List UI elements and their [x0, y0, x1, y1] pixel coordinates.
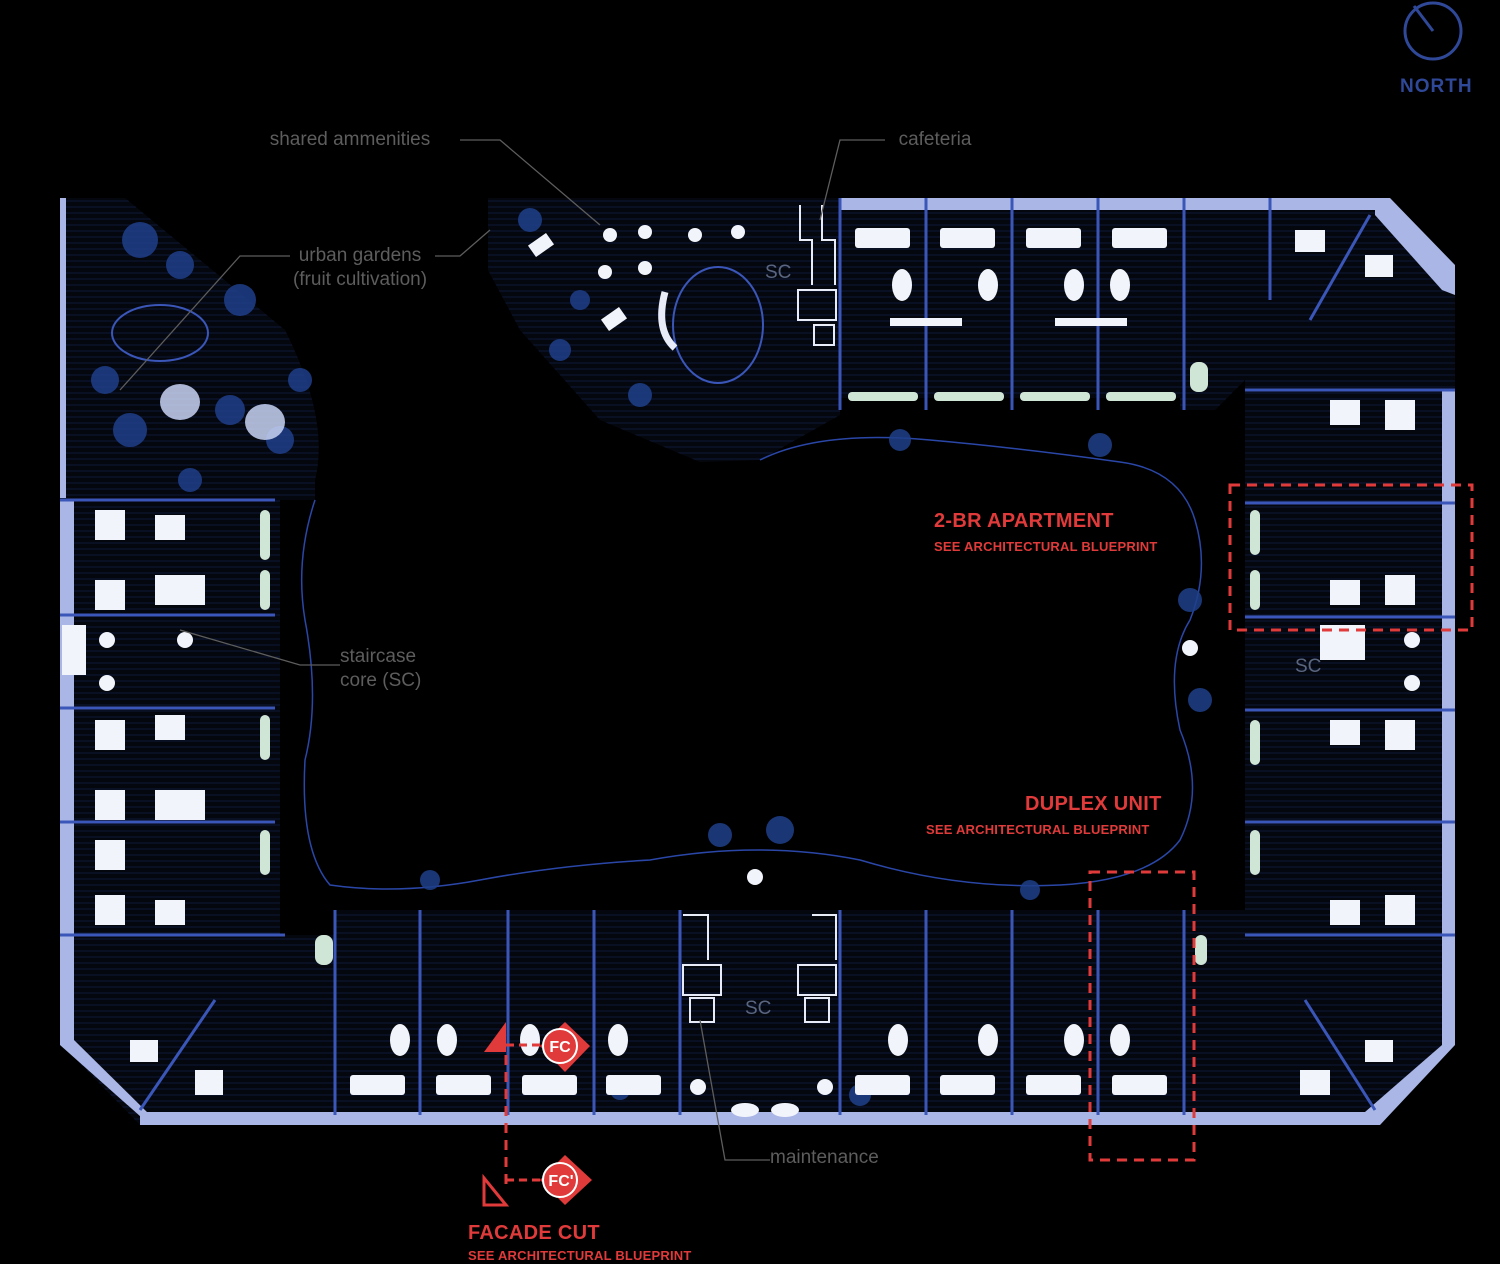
- label-cafeteria: cafeteria: [898, 129, 972, 150]
- cafeteria-floor: [672, 266, 764, 384]
- callout-boxes: [1088, 483, 1474, 1162]
- floor-slab-east: [1195, 380, 1455, 1125]
- callout-2br-title: 2-BR APARTMENT: [934, 510, 1114, 532]
- vegetation: [91, 208, 1212, 1106]
- label-maintenance: maintenance: [770, 1147, 879, 1168]
- courtyard-edge: [300, 436, 1203, 890]
- label-staircase-line1: staircase: [340, 646, 417, 667]
- garden-ellipse: [111, 304, 209, 362]
- label-shared-amenities: shared ammenities: [269, 129, 431, 150]
- fc-marker-top-label: FC: [549, 1039, 571, 1056]
- label-urban-gardens-line2: (fruit cultivation): [292, 269, 428, 290]
- floor-slab: [60, 198, 680, 1125]
- walls: [60, 198, 1455, 1115]
- label-urban-gardens: urban gardens (fruit cultivation): [270, 244, 450, 292]
- sc-label-south: SC: [745, 998, 772, 1019]
- facade-cut-markers: FC FC': [482, 1022, 592, 1207]
- callout-duplex-subtitle: SEE ARCHITECTURAL BLUEPRINT: [926, 822, 1150, 837]
- callout-duplex-title: DUPLEX UNIT: [1025, 793, 1162, 815]
- label-urban-gardens-line1: urban gardens: [298, 245, 422, 266]
- north-arrow-icon: [1403, 1, 1463, 61]
- staircase-cores: [682, 205, 837, 1023]
- callout-facade-subtitle: SEE ARCHITECTURAL BLUEPRINT: [468, 1248, 692, 1263]
- callout-2br-subtitle: SEE ARCHITECTURAL BLUEPRINT: [934, 539, 1158, 554]
- balconies: [260, 362, 1260, 965]
- facades: [60, 198, 1455, 1125]
- leader-lines: [119, 139, 885, 1161]
- planting-beds: [160, 384, 285, 440]
- label-staircase-core: staircase core (SC): [340, 645, 421, 693]
- sc-label-east: SC: [1295, 656, 1322, 677]
- furniture: [62, 225, 1420, 1117]
- label-staircase-line2: core (SC): [340, 670, 422, 691]
- cafeteria-counter: [658, 291, 678, 351]
- sc-label-north: SC: [765, 262, 792, 283]
- floor-slab-north: [488, 198, 1455, 462]
- fc-marker-bottom-label: FC': [548, 1173, 573, 1190]
- callout-facade-title: FACADE CUT: [468, 1222, 600, 1244]
- north-label: NORTH: [1400, 76, 1473, 97]
- floor-slab-south: [680, 910, 1195, 1125]
